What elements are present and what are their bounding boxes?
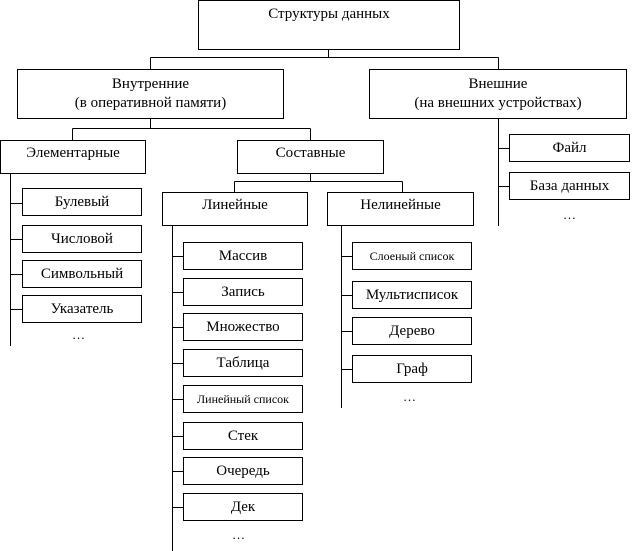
elementary-item-pointer: Указатель	[22, 295, 142, 323]
external-node: Внешние (на внешних устройствах)	[369, 69, 627, 119]
root-node: Структуры данных	[198, 0, 460, 50]
linear-label: Линейные	[202, 197, 268, 213]
linear-item-record: Запись	[183, 278, 303, 306]
linear-ellipsis: …	[232, 527, 246, 542]
nonlinear-ellipsis: …	[403, 389, 417, 404]
linear-item-array: Массив	[183, 242, 303, 270]
linear-item-set: Множество	[183, 313, 303, 341]
nonlinear-item-multilist: Мультисписок	[352, 281, 472, 309]
linear-item-queue: Очередь	[183, 457, 303, 485]
elementary-node: Элементарные	[0, 140, 146, 174]
composite-node: Составные	[237, 140, 384, 174]
nonlinear-item-layered-list: Слоеный список	[352, 242, 472, 270]
external-subtitle: (на внешних устройствах)	[414, 95, 582, 111]
nonlinear-item-graph: Граф	[352, 355, 472, 383]
linear-node: Линейные	[162, 192, 308, 226]
elementary-ellipsis: …	[72, 327, 86, 342]
internal-title: Внутренние	[111, 76, 190, 93]
root-label: Структуры данных	[268, 6, 390, 22]
composite-label: Составные	[275, 145, 346, 161]
elementary-label: Элементарные	[26, 145, 120, 161]
nonlinear-item-tree: Дерево	[352, 317, 472, 345]
external-title: Внешние	[468, 76, 528, 93]
nonlinear-node: Нелинейные	[327, 192, 474, 226]
elementary-item-boolean: Булевый	[22, 188, 142, 216]
linear-item-linked-list: Линейный список	[183, 385, 303, 413]
external-ellipsis: …	[563, 207, 577, 222]
elementary-item-character: Символьный	[22, 260, 142, 288]
elementary-item-numeric: Числовой	[22, 225, 142, 253]
linear-item-deque: Дек	[183, 493, 303, 521]
external-item-database: База данных	[509, 172, 630, 200]
internal-node: Внутренние (в оперативной памяти)	[17, 69, 284, 119]
linear-item-table: Таблица	[183, 349, 303, 377]
internal-subtitle: (в оперативной памяти)	[74, 95, 227, 111]
external-item-file: Файл	[509, 134, 630, 162]
linear-item-stack: Стек	[183, 422, 303, 450]
nonlinear-label: Нелинейные	[360, 197, 441, 213]
